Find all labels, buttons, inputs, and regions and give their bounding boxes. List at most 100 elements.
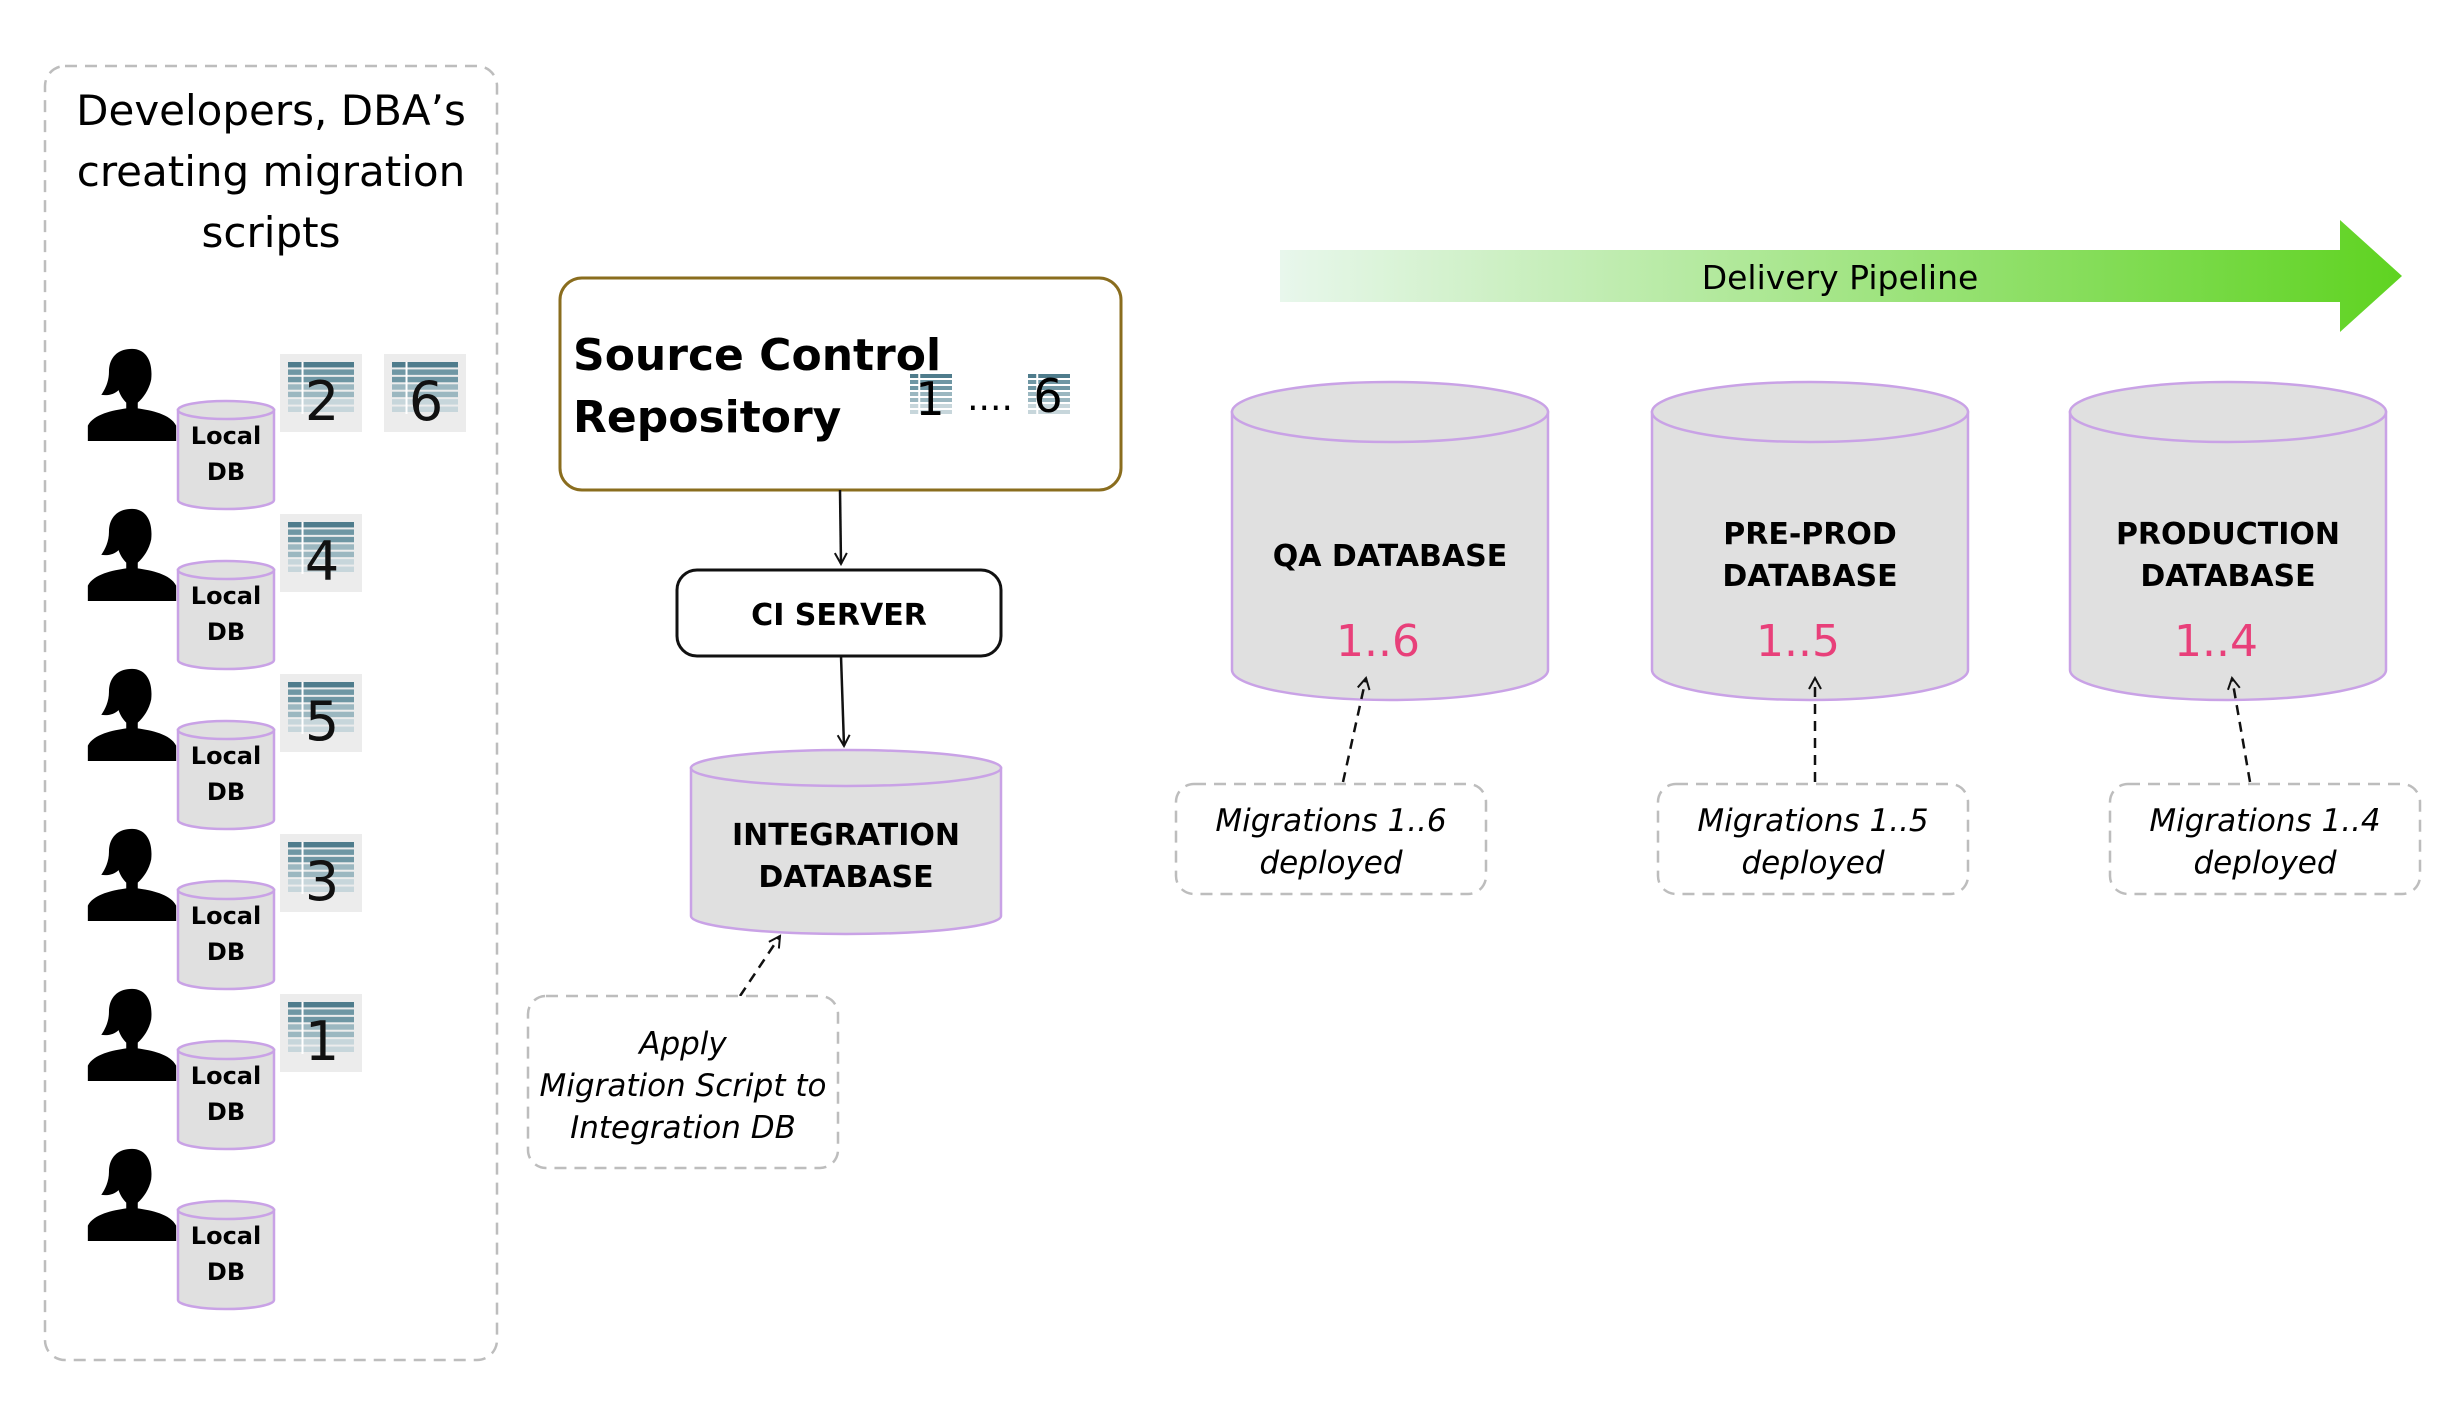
environment-note-line: Migrations 1..6 — [1215, 803, 1446, 839]
environment-db-cylinder-top — [2068, 380, 2388, 444]
environment-db-cylinder-body — [1650, 410, 1970, 702]
migration-script-icon-row — [288, 1002, 354, 1008]
environment-db-label: QA DATABASE — [1273, 539, 1508, 574]
local-db-cylinder-body — [176, 408, 276, 511]
migration-script-number: 1 — [305, 1010, 339, 1073]
integration-database-cylinder — [689, 748, 1003, 936]
integration-db-label-line-1: INTEGRATION — [732, 818, 960, 853]
developers-title-line-2: creating migration — [77, 147, 465, 196]
migration-script-icon-row — [288, 369, 354, 375]
repo-end-script-row — [1028, 386, 1070, 390]
local-db-label-line-2: DB — [207, 618, 245, 646]
environment-db-label: PRODUCTION — [2116, 517, 2340, 552]
environment-note-line: deployed — [2193, 845, 2336, 881]
repo-script-end-icon — [1028, 374, 1070, 416]
integration-note-line-2: Migration Script to — [540, 1068, 827, 1104]
local-db-label-line-2: DB — [207, 938, 245, 966]
migration-script-icon-row — [392, 384, 458, 390]
migration-script-icon-row — [288, 391, 354, 398]
environment-db-cylinder-top — [1230, 380, 1550, 444]
migration-script-icon — [280, 674, 362, 752]
migration-script-icon-row — [288, 1039, 354, 1045]
local-db-cylinder-top — [176, 879, 276, 901]
environment-db-version: 1..4 — [2174, 616, 2258, 667]
migration-script-icon-row — [288, 559, 354, 565]
developer-person-icon — [87, 668, 177, 761]
environment-note-arrow — [2232, 678, 2252, 783]
migration-script-icon — [280, 354, 362, 432]
repo-start-script-row — [910, 380, 952, 384]
local-db-label-line-2: DB — [207, 458, 245, 486]
migration-script-icon-row — [288, 362, 354, 368]
integration-db-body — [689, 766, 1003, 936]
local-db-cylinder-top — [176, 1199, 276, 1221]
ci-server-box — [675, 568, 1003, 658]
repo-start-script-row — [910, 392, 952, 396]
repo-range-end: 6 — [1033, 369, 1062, 423]
migration-script-icon-row — [288, 879, 354, 885]
environment-note-line: Migrations 1..4 — [2149, 803, 2380, 839]
migration-script-icon-row — [288, 689, 354, 695]
migration-script-icon-row — [288, 682, 354, 688]
migration-script-icon-row — [288, 566, 354, 572]
environment-note-arrow — [1341, 678, 1366, 783]
migration-script-icon-row — [288, 399, 354, 405]
environment-note-box — [2108, 782, 2422, 896]
migration-script-icon-row — [288, 1016, 354, 1023]
migration-script-icon-row — [288, 544, 354, 550]
local-db-cylinder-body — [176, 1208, 276, 1311]
ci-server-label: CI SERVER — [751, 598, 927, 633]
migration-script-icon-row — [288, 849, 354, 855]
migration-script-icon — [280, 994, 362, 1072]
migration-script-icon-row — [288, 1046, 354, 1052]
environment-db-version: 1..5 — [1756, 616, 1840, 667]
integration-note-box — [526, 994, 840, 1170]
local-db-cylinder — [176, 1039, 276, 1151]
migration-script-number: 3 — [305, 850, 339, 913]
local-db-cylinder — [176, 1199, 276, 1311]
migration-script-icon-row — [392, 376, 458, 383]
environment-db-label: DATABASE — [2140, 559, 2315, 594]
migration-script-number: 5 — [305, 690, 339, 753]
repo-end-script-row — [1028, 410, 1070, 414]
environment-db-cylinder — [1650, 380, 1970, 702]
migration-script-icon-row — [288, 406, 354, 412]
environment-db-cylinder-body — [1230, 410, 1550, 702]
migration-script-icon-row — [288, 856, 354, 863]
migration-script-icon-row — [392, 369, 458, 375]
developer-person-icon — [87, 828, 177, 921]
local-db-cylinder-top — [176, 1039, 276, 1061]
repo-end-script-row — [1028, 404, 1070, 408]
environment-note-line: deployed — [1741, 845, 1884, 881]
source-control-title-line-1: Source Control — [573, 330, 941, 381]
developers-title-line-3: scripts — [202, 208, 341, 257]
migration-script-icon-row — [288, 886, 354, 892]
local-db-cylinder-top — [176, 719, 276, 741]
environment-note-line: Migrations 1..5 — [1697, 803, 1928, 839]
repo-start-script-row — [910, 398, 952, 402]
local-db-cylinder-body — [176, 1048, 276, 1151]
arrow-ci-to-integration — [841, 655, 844, 746]
migration-script-icon-row — [288, 704, 354, 710]
repo-start-script-row — [910, 374, 952, 378]
repo-start-script — [910, 374, 952, 416]
local-db-label-line-2: DB — [207, 1258, 245, 1286]
developer-person-icon — [87, 348, 177, 441]
migration-script-icon-row — [288, 726, 354, 732]
local-db-label-line-2: DB — [207, 1098, 245, 1126]
repo-end-script-row — [1028, 392, 1070, 396]
local-db-cylinder-top — [176, 399, 276, 421]
arrow-note-to-integration — [738, 936, 780, 997]
developer-person-icon — [87, 1148, 177, 1241]
integration-db-label-line-2: DATABASE — [758, 860, 933, 895]
repo-end-script-row — [1028, 374, 1070, 378]
environment-db-cylinder — [2068, 380, 2388, 702]
local-db-cylinder-body — [176, 888, 276, 991]
local-db-label-line-2: DB — [207, 778, 245, 806]
